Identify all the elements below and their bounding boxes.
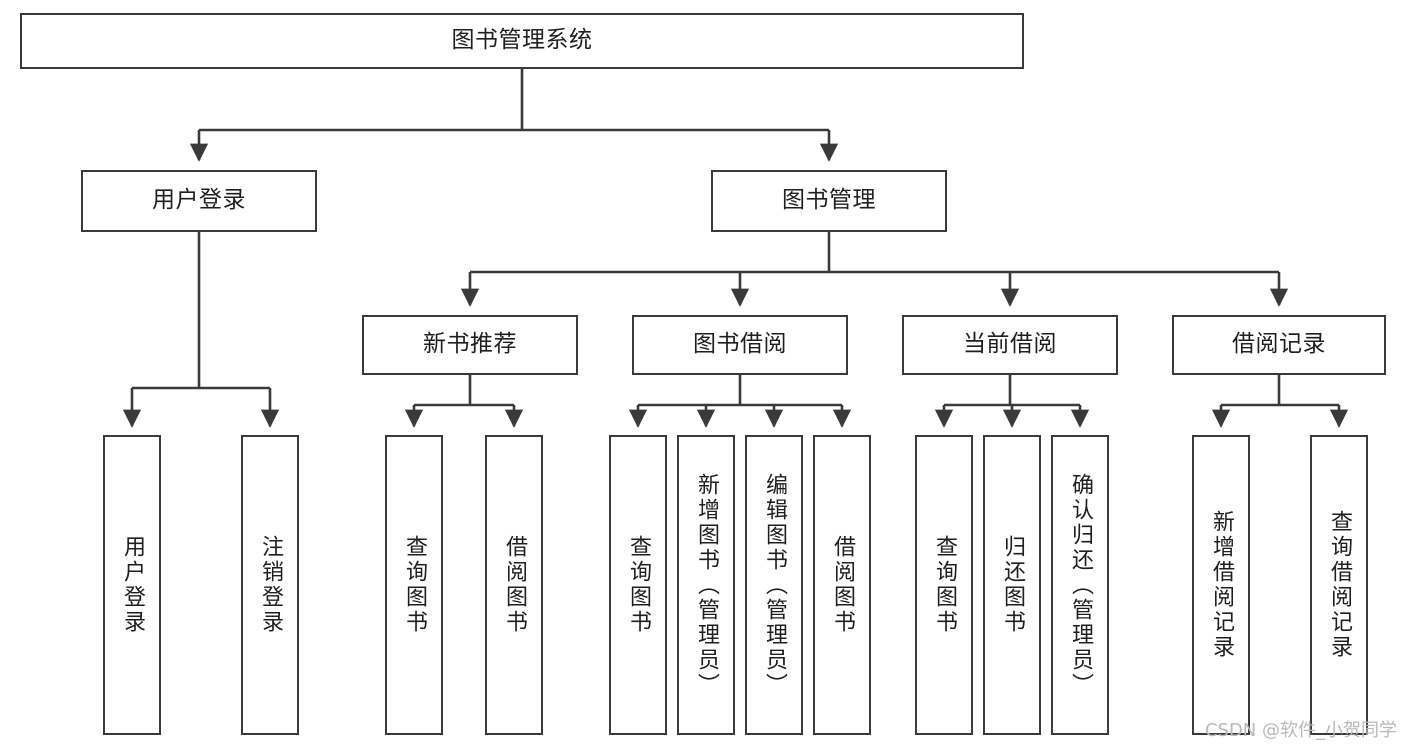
node-book-management-label: 图书管理 bbox=[782, 187, 876, 214]
connectors-root bbox=[189, 69, 839, 162]
leaf-node[interactable]: 查询借阅记录 bbox=[1310, 435, 1368, 735]
node-book-borrow-label: 图书借阅 bbox=[693, 331, 787, 358]
node-book-borrow[interactable]: 图书借阅 bbox=[632, 315, 848, 375]
connectors-new-books bbox=[404, 375, 524, 428]
leaf-node-label: 借阅图书 bbox=[501, 535, 527, 635]
leaf-node-label: 新增借阅记录 bbox=[1208, 510, 1234, 660]
leaf-node-label: 借阅图书 bbox=[829, 535, 855, 635]
leaf-node-label: 新增图书（管理员） bbox=[693, 472, 719, 698]
leaf-node-label: 查询图书 bbox=[401, 535, 427, 635]
leaf-node[interactable]: 查询图书 bbox=[385, 435, 443, 735]
leaf-node[interactable]: 注销登录 bbox=[241, 435, 299, 735]
leaf-node[interactable]: 查询图书 bbox=[915, 435, 973, 735]
node-book-management[interactable]: 图书管理 bbox=[711, 170, 947, 232]
watermark: CSDN @软件_小贺同学 bbox=[1204, 720, 1397, 741]
leaf-node[interactable]: 归还图书 bbox=[983, 435, 1041, 735]
leaf-node[interactable]: 用户登录 bbox=[103, 435, 161, 735]
node-borrow-records-label: 借阅记录 bbox=[1232, 331, 1326, 358]
leaf-node-label: 确认归还（管理员） bbox=[1067, 472, 1093, 698]
connectors-borrow bbox=[628, 375, 852, 428]
node-user-login-label: 用户登录 bbox=[152, 187, 246, 214]
connectors-current-borrow bbox=[934, 375, 1090, 428]
node-borrow-records[interactable]: 借阅记录 bbox=[1172, 315, 1386, 375]
connectors-records bbox=[1211, 375, 1349, 428]
leaf-node[interactable]: 查询图书 bbox=[609, 435, 667, 735]
leaf-node[interactable]: 新增图书（管理员） bbox=[677, 435, 735, 735]
node-new-book-recommend[interactable]: 新书推荐 bbox=[362, 315, 578, 375]
leaf-node-label: 编辑图书（管理员） bbox=[761, 472, 787, 698]
leaf-node-label: 查询图书 bbox=[931, 535, 957, 635]
connectors-user-login bbox=[122, 232, 280, 428]
leaf-node[interactable]: 借阅图书 bbox=[813, 435, 871, 735]
leaf-node[interactable]: 确认归还（管理员） bbox=[1051, 435, 1109, 735]
node-user-login[interactable]: 用户登录 bbox=[81, 170, 317, 232]
connectors-book-mgmt bbox=[460, 232, 1289, 307]
node-new-book-recommend-label: 新书推荐 bbox=[423, 331, 517, 358]
leaf-node-label: 注销登录 bbox=[257, 535, 283, 635]
node-root[interactable]: 图书管理系统 bbox=[20, 13, 1024, 69]
leaf-node[interactable]: 新增借阅记录 bbox=[1192, 435, 1250, 735]
leaf-node[interactable]: 借阅图书 bbox=[485, 435, 543, 735]
node-root-label: 图书管理系统 bbox=[451, 27, 593, 54]
node-current-borrow-label: 当前借阅 bbox=[963, 331, 1057, 358]
leaf-node-label: 查询借阅记录 bbox=[1326, 510, 1352, 660]
node-current-borrow[interactable]: 当前借阅 bbox=[902, 315, 1118, 375]
leaf-node-label: 用户登录 bbox=[119, 535, 145, 635]
leaf-node[interactable]: 编辑图书（管理员） bbox=[745, 435, 803, 735]
leaf-node-label: 归还图书 bbox=[999, 535, 1025, 635]
leaf-node-label: 查询图书 bbox=[625, 535, 651, 635]
